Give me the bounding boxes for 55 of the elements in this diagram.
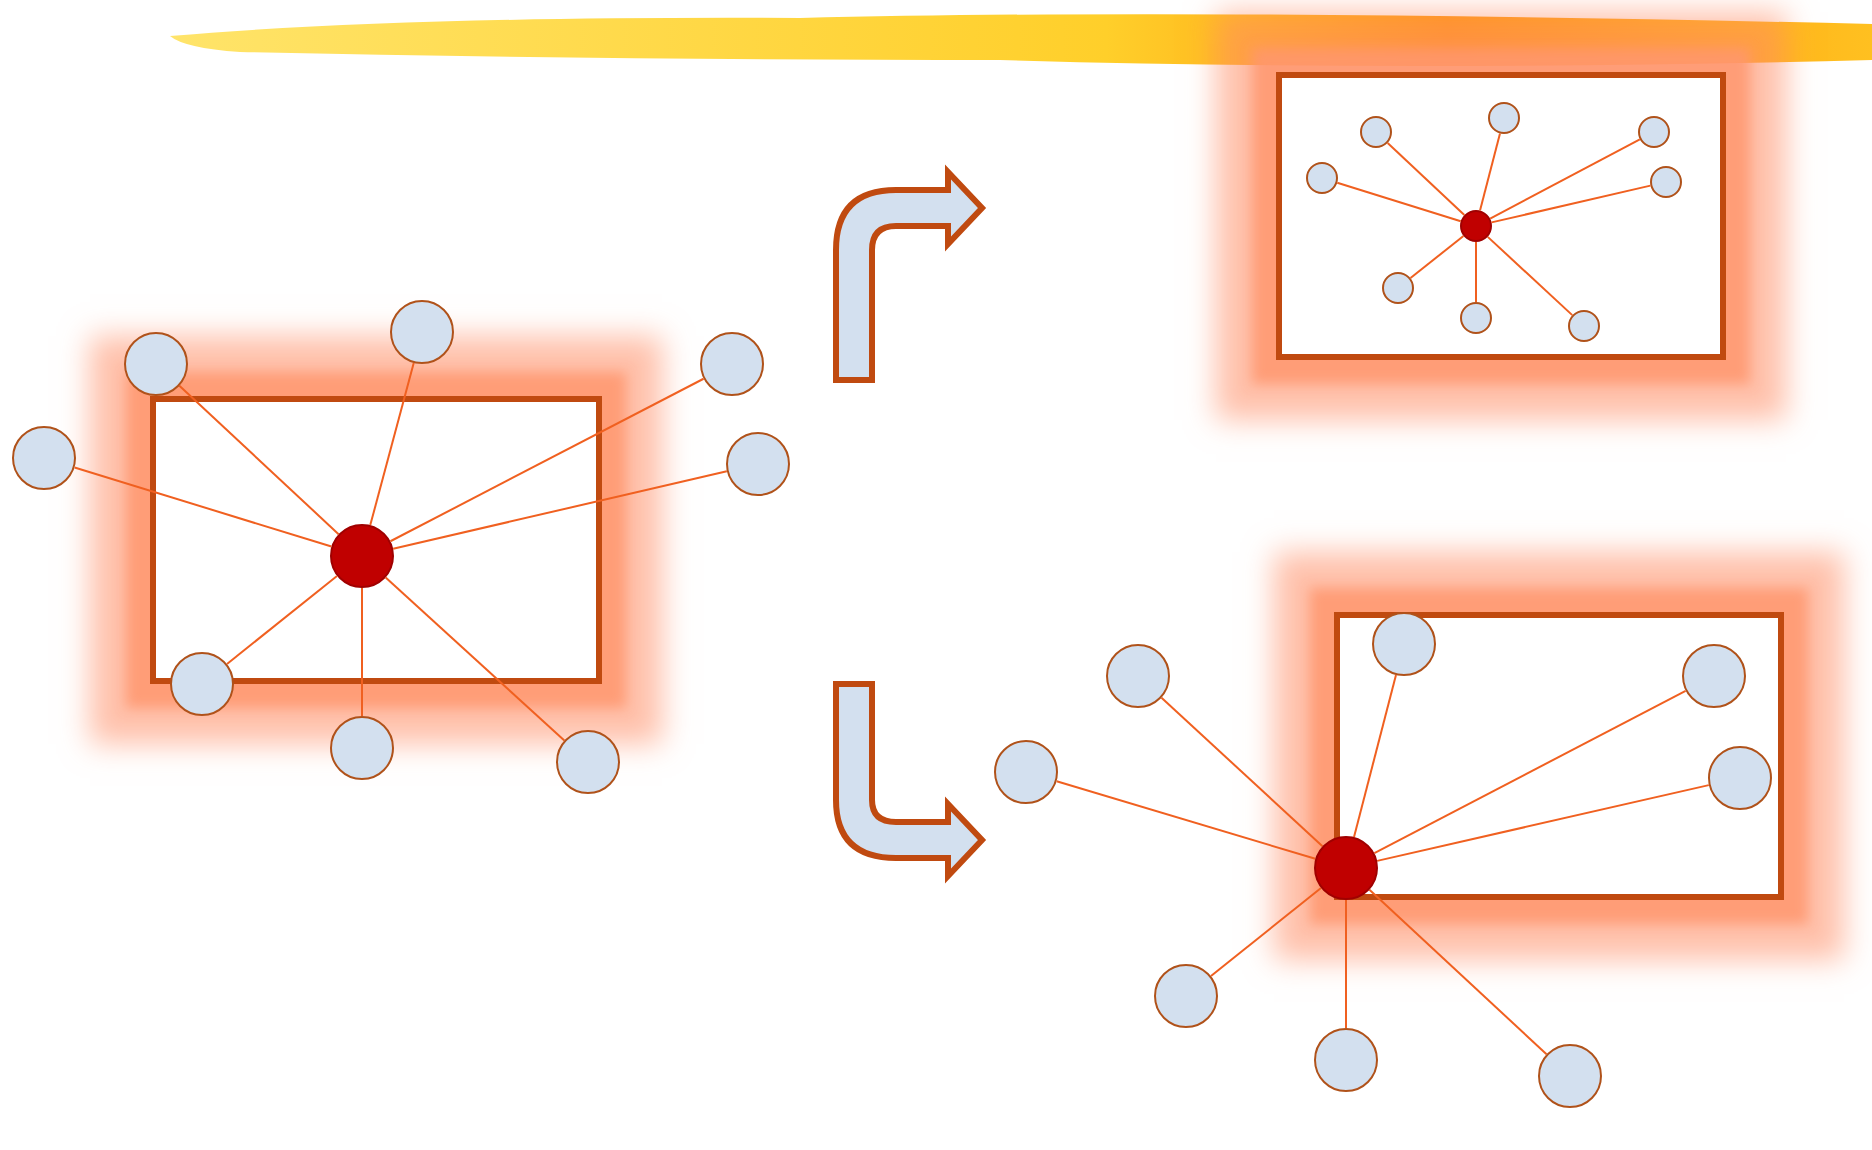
connector-line (1353, 674, 1397, 838)
connector-line (384, 576, 566, 742)
connector-line (369, 361, 415, 527)
connector-line (1409, 234, 1465, 280)
node-circle (390, 300, 454, 364)
frame-box (1276, 72, 1726, 360)
node-circle (1154, 964, 1218, 1028)
connector-line (1336, 181, 1462, 223)
hub-circle (1460, 210, 1492, 242)
connector-line (1055, 780, 1317, 860)
node-circle (1638, 116, 1670, 148)
connector-line (392, 470, 728, 550)
connector-line (1386, 141, 1466, 217)
node-circle (1650, 166, 1682, 198)
connector-line (1490, 184, 1652, 224)
node-circle (330, 716, 394, 780)
hub-circle (1314, 836, 1378, 900)
connector-line (1345, 899, 1347, 1029)
node-circle (124, 332, 188, 396)
connector-line (1373, 689, 1687, 855)
frame-box (150, 396, 602, 684)
node-circle (1306, 162, 1338, 194)
connector-line (1160, 696, 1324, 848)
connector-line (1210, 887, 1322, 977)
node-circle (1708, 746, 1772, 810)
node-circle (700, 332, 764, 396)
connector-line (226, 575, 338, 665)
connector-line (73, 466, 333, 548)
frame-box (1334, 612, 1784, 900)
connector-line (1489, 138, 1641, 220)
node-circle (1488, 102, 1520, 134)
connector-line (1486, 235, 1574, 317)
node-circle (170, 652, 234, 716)
node-circle (1460, 302, 1492, 334)
hub-circle (330, 524, 394, 588)
node-circle (1314, 1028, 1378, 1092)
node-circle (1682, 644, 1746, 708)
node-circle (1106, 644, 1170, 708)
node-circle (1372, 612, 1436, 676)
connector-line (389, 377, 705, 543)
brush-stroke (170, 8, 1872, 68)
node-circle (556, 730, 620, 794)
connector-line (178, 384, 340, 536)
connector-line (361, 587, 363, 717)
connector-line (1376, 784, 1710, 862)
node-circle (726, 432, 790, 496)
connector-line (1475, 241, 1477, 303)
node-circle (1382, 272, 1414, 304)
node-circle (994, 740, 1058, 804)
node-circle (1538, 1044, 1602, 1108)
node-circle (1360, 116, 1392, 148)
node-circle (1568, 310, 1600, 342)
connector-line (1368, 888, 1548, 1056)
node-circle (12, 426, 76, 490)
connector-line (1479, 132, 1501, 212)
